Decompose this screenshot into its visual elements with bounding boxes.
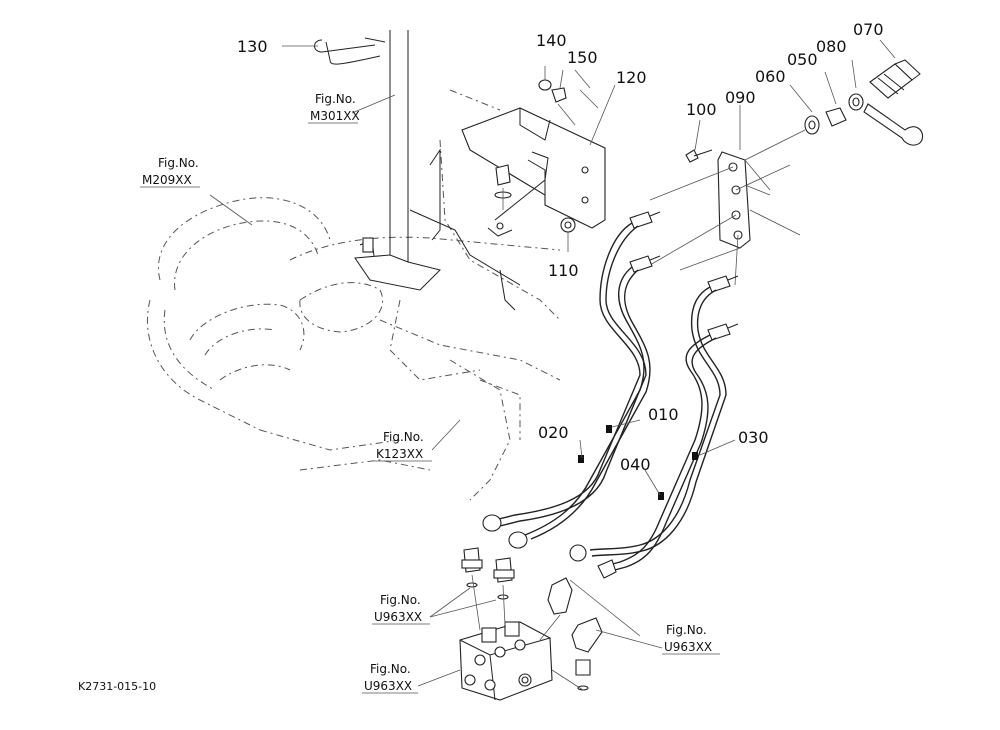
figref-u963-bottom: U963XX [364,679,412,693]
label-010: 010 [648,405,679,424]
figref-prefix-u963-right: Fig.No. [666,623,707,637]
figref-prefix-m301: Fig.No. [315,92,356,106]
pipes [482,211,739,579]
figref-m209: M209XX [142,173,192,187]
figure-references: Fig.No. M301XX Fig.No. M209XX Fig.No. K1… [142,92,712,693]
part-130-ubolt [282,37,386,65]
rops-post [354,30,521,311]
part-120-bracket [461,107,606,237]
label-140: 140 [536,31,567,50]
label-090: 090 [725,88,756,107]
valve-assembly [417,547,663,701]
figref-prefix-u963-left: Fig.No. [380,593,421,607]
label-040: 040 [620,455,651,474]
figref-prefix-u963-bottom: Fig.No. [370,662,411,676]
drawing-code: K2731-015-10 [78,680,156,693]
figref-prefix-m209: Fig.No. [158,156,199,170]
label-120: 120 [616,68,647,87]
part-number-labels: 130 140 150 120 100 090 060 050 080 070 … [237,20,884,474]
part-110-nut [560,217,576,252]
label-080: 080 [816,37,847,56]
label-060: 060 [755,67,786,86]
figref-u963-right: U963XX [664,640,712,654]
figref-m301: M301XX [310,109,360,123]
leader-lines [209,69,741,496]
label-020: 020 [538,423,569,442]
figref-u963-left: U963XX [374,610,422,624]
label-030: 030 [738,428,769,447]
label-110: 110 [548,261,579,280]
figref-k123: K123XX [376,447,423,461]
part-coupler-assembly [789,39,924,146]
label-100: 100 [686,100,717,119]
figref-prefix-k123: Fig.No. [383,430,424,444]
tractor-body-phantom [146,89,561,501]
label-070: 070 [853,20,884,39]
figref-underlines [140,122,720,694]
label-130: 130 [237,37,268,56]
part-090-plate [649,119,806,286]
label-150: 150 [567,48,598,67]
label-050: 050 [787,50,818,69]
part-140-150-nut-washer [538,66,576,126]
